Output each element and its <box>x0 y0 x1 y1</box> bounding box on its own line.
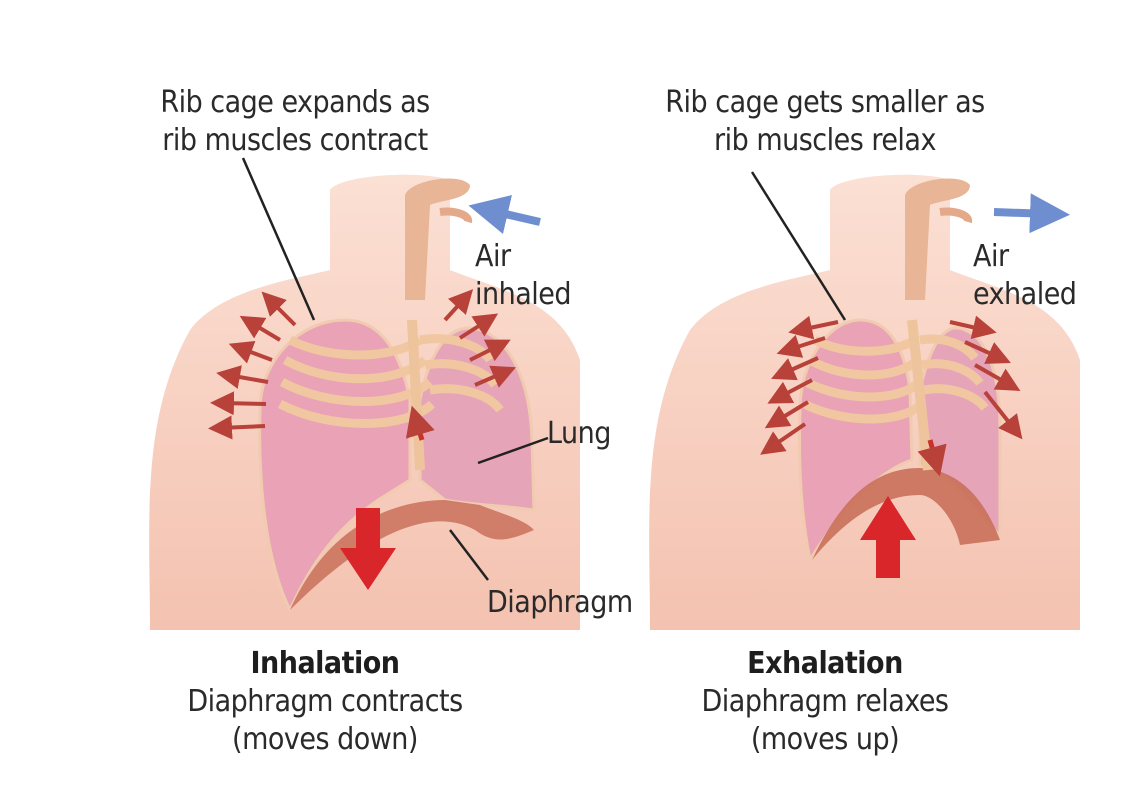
inhalation-rib-caption: Rib cage expands as rib muscles contract <box>130 84 460 160</box>
exhalation-rib-caption: Rib cage gets smaller as rib muscles rel… <box>630 84 1020 160</box>
subtitle-line: Diaphragm contracts <box>187 684 463 719</box>
caption-line: rib muscles contract <box>162 123 428 158</box>
air-label-line: Air <box>973 239 1009 274</box>
air-exhaled-label: Air exhaled <box>973 238 1077 314</box>
airway <box>905 178 970 300</box>
rib-cage-leader-line <box>750 171 847 321</box>
diaphragm-up-arrow-icon <box>860 496 916 578</box>
lung-label: Lung <box>547 416 611 451</box>
inhalation-figure <box>149 157 581 630</box>
diaphragm <box>812 468 1000 560</box>
subtitle-line: (moves down) <box>232 722 418 757</box>
air-label-line: inhaled <box>475 277 572 312</box>
diaphragm-down-arrow-icon <box>340 508 396 590</box>
rib-contraction-arrows <box>760 315 1023 455</box>
rib-cage-leader-line <box>241 157 316 321</box>
exhalation-figure <box>649 171 1080 630</box>
exhalation-caption: Exhalation Diaphragm relaxes (moves up) <box>650 645 1000 759</box>
caption-line: Rib cage expands as <box>160 85 430 120</box>
diaphragm-label: Diaphragm <box>487 585 633 620</box>
air-label-line: Air <box>475 239 511 274</box>
subtitle-line: (moves up) <box>750 722 900 757</box>
rib-cage <box>802 334 989 424</box>
caption-line: rib muscles relax <box>714 123 936 158</box>
air-in-arrow-icon <box>468 195 541 234</box>
exhalation-title: Exhalation <box>747 646 903 681</box>
inhalation-title: Inhalation <box>250 646 400 681</box>
caption-line: Rib cage gets smaller as <box>665 85 985 120</box>
diaphragm-leader-line <box>449 529 489 581</box>
left-lung <box>797 318 914 565</box>
lung-leader-line <box>477 436 549 465</box>
airway <box>405 178 470 300</box>
air-inhaled-label: Air inhaled <box>475 238 572 314</box>
air-label-line: exhaled <box>973 277 1077 312</box>
subtitle-line: Diaphragm relaxes <box>701 684 950 719</box>
air-out-arrow-icon <box>993 193 1070 234</box>
rib-expansion-arrows <box>208 289 517 440</box>
inhalation-caption: Inhalation Diaphragm contracts (moves do… <box>140 645 510 759</box>
diaphragm <box>290 500 534 610</box>
